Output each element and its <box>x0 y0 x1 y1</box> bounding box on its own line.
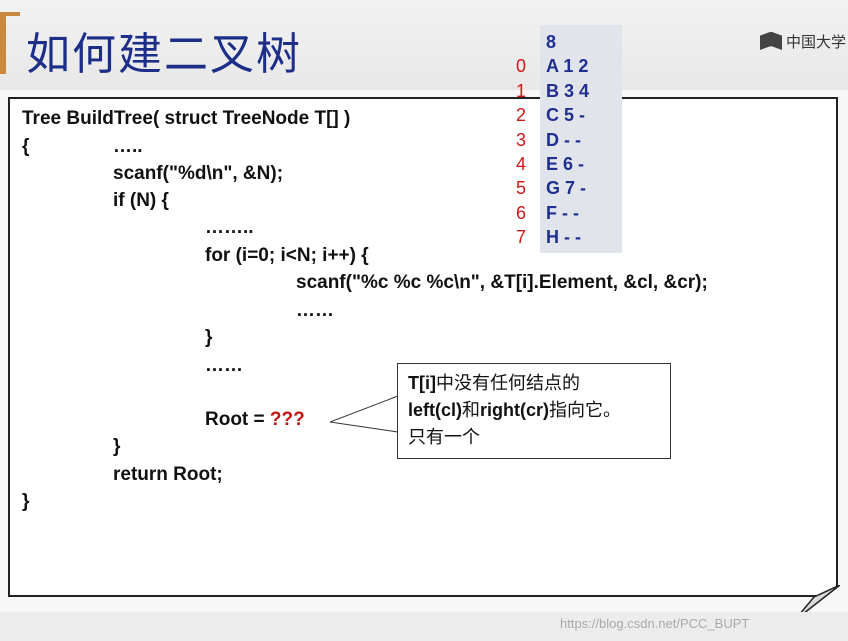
code-line: } <box>205 327 213 348</box>
logo-text: 中国大学 <box>786 32 847 51</box>
code-line: ….. <box>113 136 143 157</box>
node-row: D - - <box>546 129 581 150</box>
logo: 中国大学 <box>760 30 846 52</box>
node-row: A 1 2 <box>546 56 589 77</box>
code-line: Tree BuildTree( struct TreeNode T[] ) <box>22 108 351 129</box>
index-column: 8 0 1 2 3 4 5 6 7 <box>516 30 536 250</box>
code-line: { <box>22 136 30 157</box>
callout-line-2: left(cl)和right(cr)指向它。 <box>408 397 660 424</box>
array-index: 1 <box>516 80 527 101</box>
code-line: return Root; <box>113 464 223 485</box>
code-line: scanf("%c %c %c\n", &T[i].Element, &cl, … <box>296 272 708 293</box>
callout-text: 和 <box>462 400 480 421</box>
array-index: 0 <box>516 56 527 77</box>
code-line: …… <box>296 300 334 321</box>
callout-box: T[i]中没有任何结点的 left(cl)和right(cr)指向它。 只有一个 <box>397 363 671 459</box>
callout-code: left(cl) <box>408 400 462 420</box>
node-row: H - - <box>546 227 581 248</box>
node-column: 8 A 1 2 B 3 4 C 5 - D - - E 6 - G 7 - F … <box>546 30 589 250</box>
code-line: } <box>22 491 30 512</box>
code-line: if (N) { <box>113 190 169 211</box>
code-line: } <box>113 436 121 457</box>
book-icon <box>760 32 782 50</box>
callout-line-1: T[i]中没有任何结点的 <box>408 370 660 397</box>
callout-line-3: 只有一个 <box>408 427 480 448</box>
title-bar <box>0 0 848 90</box>
root-assignment: Root = ??? <box>205 409 305 431</box>
footer: https://blog.csdn.net/PCC_BUPT <box>0 612 848 641</box>
callout-code: T[i] <box>408 373 436 393</box>
array-index: 7 <box>516 227 527 248</box>
node-row: F - - <box>546 202 579 223</box>
node-row: C 5 - <box>546 105 586 126</box>
array-panel <box>540 25 622 253</box>
callout-text: 中没有任何结点的 <box>435 373 580 394</box>
code-line: …… <box>205 355 243 376</box>
array-index: 5 <box>516 178 527 199</box>
code-line: …….. <box>205 217 254 238</box>
callout-code: right(cr) <box>480 400 549 420</box>
title-accent-top <box>6 12 20 16</box>
code-box <box>8 97 838 597</box>
callout-pointer <box>330 395 400 433</box>
array-index: 6 <box>516 202 527 223</box>
node-row: G 7 - <box>546 178 587 199</box>
node-row: E 6 - <box>546 153 585 174</box>
slide-title: 如何建二叉树 <box>26 29 302 80</box>
root-assign-text: Root = <box>205 409 270 430</box>
array-index: 3 <box>516 129 527 150</box>
root-unknown: ??? <box>269 409 305 430</box>
node-count: 8 <box>546 32 557 52</box>
code-line: for (i=0; i<N; i++) { <box>205 245 369 266</box>
node-row: B 3 4 <box>546 80 590 101</box>
watermark: https://blog.csdn.net/PCC_BUPT <box>560 616 750 631</box>
array-index: 2 <box>516 105 527 126</box>
array-index: 4 <box>516 153 527 174</box>
title-accent <box>0 12 6 74</box>
callout-text: 指向它。 <box>549 400 621 421</box>
code-line: scanf("%d\n", &N); <box>113 163 284 184</box>
